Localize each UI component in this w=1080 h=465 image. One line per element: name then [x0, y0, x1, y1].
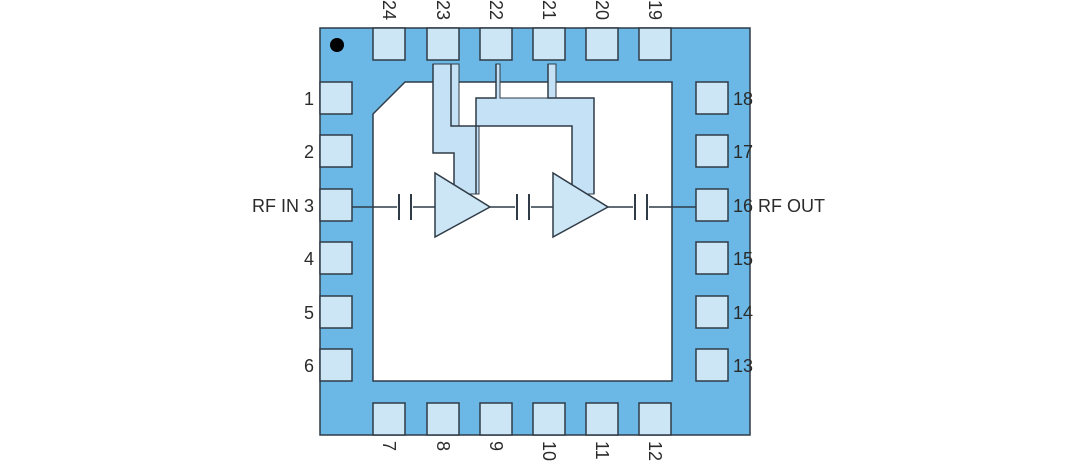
pin-label-left-3: RF IN 3 — [252, 196, 314, 216]
pin-pad-left-2 — [319, 134, 353, 168]
pin-pad-right-1 — [695, 81, 729, 115]
pin-pad-left-3 — [319, 188, 353, 222]
pin-pad-right-3 — [695, 188, 729, 222]
die-area — [372, 81, 673, 382]
pin-label-right-5: 14 — [733, 303, 753, 323]
pin-pad-left-5 — [319, 295, 353, 329]
pin-pad-top-2 — [426, 27, 460, 61]
pin-label-bottom-2: 8 — [433, 441, 453, 451]
pin-label-top-4: 21 — [539, 0, 559, 20]
pin-label-left-6: 6 — [304, 356, 314, 376]
pin-label-left-4: 4 — [304, 249, 314, 269]
pin-pad-bottom-3 — [479, 402, 513, 436]
pin-label-right-3: 16 RF OUT — [733, 196, 825, 216]
pin-label-bottom-5: 11 — [592, 441, 612, 460]
pin-label-top-5: 20 — [592, 0, 612, 20]
pin-label-top-3: 22 — [486, 0, 506, 20]
pin-pad-right-5 — [695, 295, 729, 329]
amplifier-stage-2 — [552, 171, 610, 239]
pin-pad-bottom-6 — [638, 402, 672, 436]
amplifier-stage-1 — [434, 171, 492, 239]
bias-lines — [432, 64, 595, 194]
pin-pad-top-1 — [372, 27, 406, 61]
pin-pad-top-5 — [585, 27, 619, 61]
pin-pad-bottom-4 — [532, 402, 566, 436]
pin-label-top-6: 19 — [645, 0, 665, 20]
pin-pad-top-3 — [479, 27, 513, 61]
pin-pad-top-6 — [638, 27, 672, 61]
pin-label-left-1: 1 — [304, 89, 314, 109]
pin-pads — [319, 27, 729, 436]
pin-labels: 1 18 2 17 RF IN 3 16 RF OUT 4 15 5 14 6 13 24 7 23 8 22 9… — [252, 0, 825, 461]
dc-block-capacitor-3 — [634, 194, 648, 220]
pin-pad-left-1 — [319, 81, 353, 115]
pin-label-bottom-1: 7 — [379, 441, 399, 451]
pin-label-right-2: 17 — [733, 142, 753, 162]
pin-label-top-2: 23 — [433, 0, 453, 20]
pin-pad-left-6 — [319, 348, 353, 382]
pin-label-right-4: 15 — [733, 249, 753, 269]
pin-pad-right-2 — [695, 134, 729, 168]
pin-pad-bottom-2 — [426, 402, 460, 436]
pin-pad-bottom-5 — [585, 402, 619, 436]
pin-pad-bottom-1 — [372, 402, 406, 436]
dc-block-capacitor-2 — [516, 194, 530, 220]
pin-pad-top-4 — [532, 27, 566, 61]
pin-label-left-5: 5 — [304, 303, 314, 323]
pin-label-bottom-4: 10 — [539, 441, 559, 461]
pin-pad-right-4 — [695, 241, 729, 275]
pin-label-bottom-6: 12 — [645, 441, 665, 461]
pin-label-right-6: 13 — [733, 356, 753, 376]
pin-pad-right-6 — [695, 348, 729, 382]
pin-label-left-2: 2 — [304, 142, 314, 162]
pin-label-bottom-3: 9 — [486, 441, 506, 451]
pin-label-right-1: 18 — [733, 89, 753, 109]
pin-label-top-1: 24 — [379, 0, 399, 20]
pin-pad-left-4 — [319, 241, 353, 275]
dc-block-capacitor-1 — [398, 194, 412, 220]
pin1-marker-dot — [330, 38, 344, 52]
